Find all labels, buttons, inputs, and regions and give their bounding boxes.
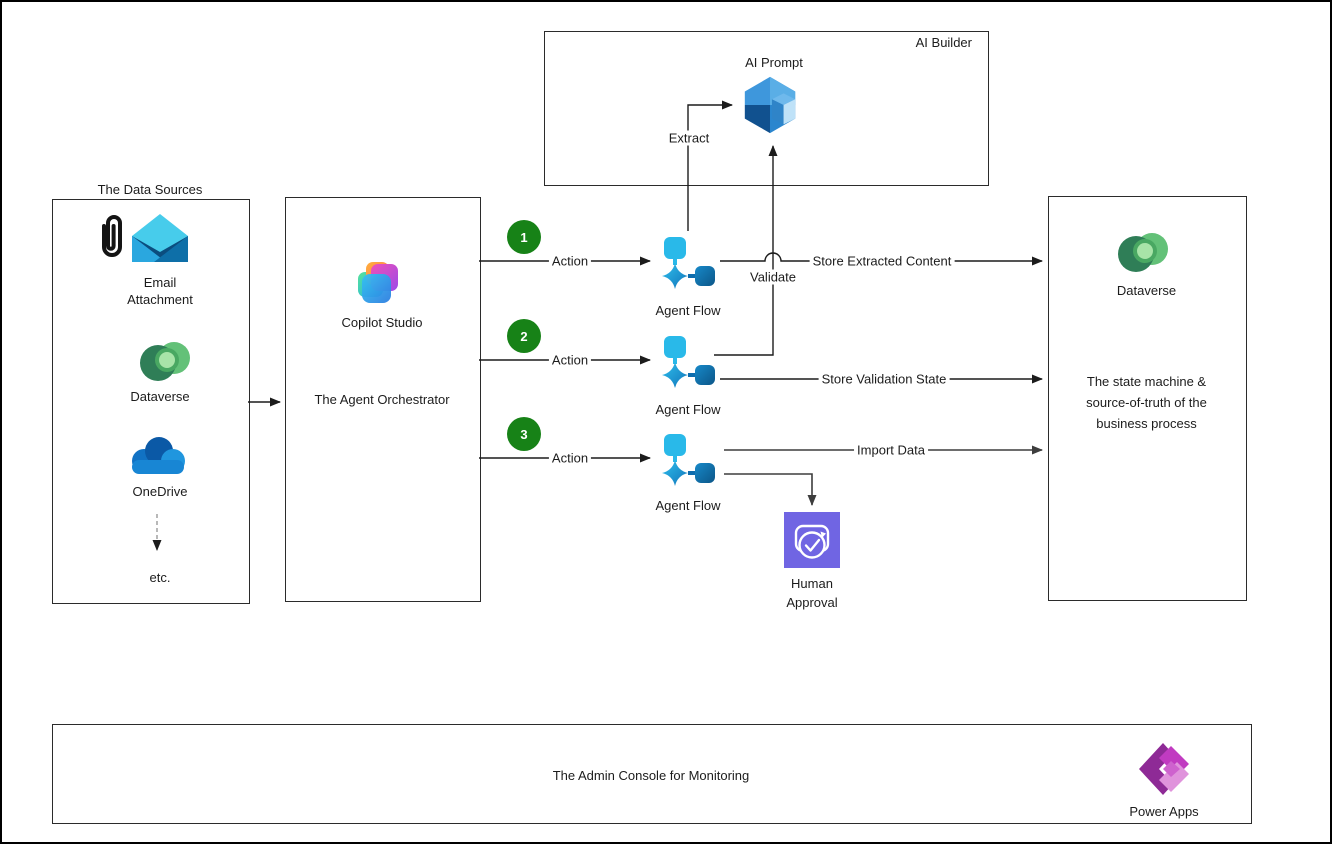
import-data-edge-label: Import Data (854, 442, 928, 458)
copilot-studio-box (285, 197, 481, 602)
paperclip-icon (96, 214, 128, 269)
step-badge-1: 1 (507, 220, 541, 254)
edge-extract (687, 100, 733, 231)
edge-validate (714, 145, 778, 356)
source-item-label: Email Attachment (127, 275, 193, 307)
action-label-3: Action (548, 450, 592, 466)
approval-check-icon (794, 524, 830, 559)
copilot-studio-icon (354, 257, 404, 312)
ai-builder-prompt-icon (739, 74, 801, 141)
action-label-1: Action (548, 253, 592, 269)
orchestrator-role-label: The Agent Orchestrator (314, 392, 450, 407)
human-approval-card (784, 512, 840, 568)
action-label-2: Action (548, 352, 592, 368)
power-apps-label: Power Apps (1129, 804, 1199, 819)
agent-flow-label-3: Agent Flow (655, 498, 721, 513)
edge-store-extracted (720, 252, 1043, 266)
ai-prompt-label: AI Prompt (745, 55, 803, 70)
etc-label: etc. (149, 570, 171, 585)
dataverse-icon (136, 337, 194, 390)
agent-flow-icon (658, 430, 718, 495)
data-sources-title: The Data Sources (97, 182, 203, 197)
admin-console-box (52, 724, 1252, 824)
store-extracted-edge-label: Store Extracted Content (809, 253, 955, 269)
source-item-label: Dataverse (130, 389, 190, 404)
store-validation-edge-label: Store Validation State (818, 371, 950, 387)
copilot-studio-label: Copilot Studio (341, 315, 423, 330)
edge-to-approval (724, 473, 817, 506)
admin-console-title: The Admin Console for Monitoring (552, 768, 750, 783)
step-badge-3: 3 (507, 417, 541, 451)
state-store-description: The state machine & source-of-truth of t… (1086, 374, 1207, 431)
agent-flow-icon (658, 233, 718, 298)
agent-flow-label-1: Agent Flow (655, 303, 721, 318)
email-envelope-icon (132, 212, 188, 269)
dataverse-icon (1114, 228, 1172, 281)
ai-builder-box (544, 31, 989, 186)
extract-edge-label: Extract (665, 130, 713, 146)
dataverse-box (1048, 196, 1247, 601)
agent-flow-label-2: Agent Flow (655, 402, 721, 417)
dataverse-label: Dataverse (1116, 283, 1177, 298)
agent-flow-icon (658, 332, 718, 397)
human-approval-label: Human Approval (786, 576, 838, 610)
validate-edge-label: Validate (746, 269, 800, 285)
source-item-label: OneDrive (132, 484, 188, 499)
ai-builder-title: AI Builder (915, 35, 972, 50)
step-badge-2: 2 (507, 319, 541, 353)
power-apps-icon (1138, 742, 1194, 801)
onedrive-cloud-icon (127, 436, 187, 483)
